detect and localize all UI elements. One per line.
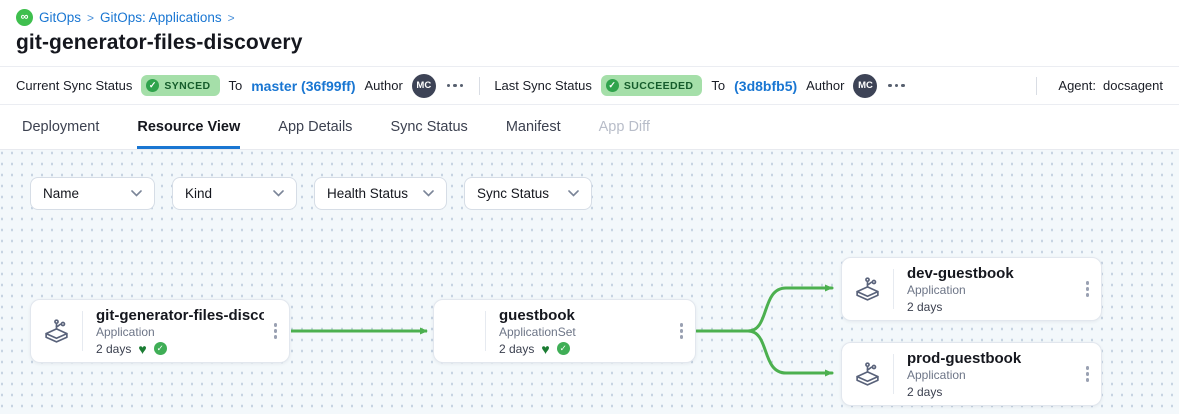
last-sync-group: Last Sync Status ✓ SUCCEEDED To (3d8bfb5… (494, 73, 907, 98)
chevron-down-icon (423, 190, 434, 197)
filter-health-status-label: Health Status (327, 186, 409, 201)
argo-application-icon (31, 318, 82, 345)
node-age: 2 days (499, 341, 535, 356)
resource-view-canvas: Name Kind Health Status Sync Status (0, 150, 1179, 414)
chevron-down-icon (568, 190, 579, 197)
sync-status-bar: Current Sync Status ✓ SYNCED To master (… (0, 66, 1179, 105)
breadcrumb-separator-icon: > (227, 10, 235, 25)
node-title: prod-guestbook (907, 349, 1022, 367)
node-divider (485, 311, 486, 351)
node-menu-kebab-icon[interactable] (1080, 275, 1102, 303)
node-title: git-generator-files-disco... (96, 306, 264, 324)
node-menu-kebab-icon[interactable] (1080, 360, 1102, 388)
last-sync-menu-meatballs-icon[interactable] (886, 80, 907, 92)
current-sync-group: Current Sync Status ✓ SYNCED To master (… (16, 73, 466, 98)
check-circle-icon: ✓ (556, 342, 570, 355)
graph-edges (291, 284, 834, 377)
heart-icon: ♥ (138, 340, 147, 357)
tab-resource-view[interactable]: Resource View (137, 105, 241, 149)
tab-bar: Deployment Resource View App Details Syn… (0, 105, 1179, 150)
breadcrumb: ∞ GitOps > GitOps: Applications > (16, 9, 1163, 26)
node-menu-kebab-icon[interactable] (674, 317, 696, 345)
status-bar-divider (479, 76, 481, 95)
breadcrumb-applications[interactable]: GitOps: Applications (100, 10, 222, 25)
last-sync-revision-link[interactable]: (3d8bfb5) (734, 77, 798, 94)
tab-app-diff: App Diff (598, 119, 650, 135)
check-circle-icon: ✓ (153, 342, 167, 355)
node-title: guestbook (499, 306, 575, 324)
tab-sync-status[interactable]: Sync Status (390, 119, 468, 135)
argo-application-icon (842, 276, 893, 303)
filter-sync-status-label: Sync Status (477, 186, 550, 201)
current-sync-author-label: Author (364, 78, 403, 93)
last-sync-author-label: Author (806, 78, 845, 93)
current-sync-author-avatar: MC (411, 73, 436, 98)
tab-manifest[interactable]: Manifest (505, 119, 561, 135)
node-age: 2 days (907, 384, 943, 399)
last-sync-author-avatar: MC (853, 73, 878, 98)
last-sync-status-badge: ✓ SUCCEEDED (600, 75, 703, 96)
agent-value: docsagent (1103, 78, 1163, 93)
filter-bar: Name Kind Health Status Sync Status (30, 177, 592, 210)
current-sync-revision-link[interactable]: master (36f99ff) (251, 77, 356, 94)
filter-sync-status-dropdown[interactable]: Sync Status (464, 177, 592, 210)
heart-icon: ♥ (541, 340, 550, 357)
filter-name-label: Name (43, 186, 80, 201)
graph-node-prod-guestbook[interactable]: prod-guestbook Application 2 days (841, 342, 1102, 406)
filter-health-status-dropdown[interactable]: Health Status (314, 177, 447, 210)
node-divider (893, 354, 894, 394)
chevron-down-icon (131, 190, 142, 197)
node-menu-kebab-icon[interactable] (268, 317, 290, 345)
graph-node-dev-guestbook[interactable]: dev-guestbook Application 2 days (841, 257, 1102, 321)
last-sync-label: Last Sync Status (494, 78, 592, 93)
filter-kind-dropdown[interactable]: Kind (172, 177, 297, 210)
current-sync-label: Current Sync Status (16, 78, 133, 93)
node-body: prod-guestbook Application 2 days (894, 350, 1080, 399)
check-circle-icon: ✓ (605, 79, 619, 92)
node-age: 2 days (96, 341, 132, 356)
current-sync-status-badge: ✓ SYNCED (141, 75, 220, 96)
chevron-down-icon (273, 190, 284, 197)
argo-application-icon (842, 361, 893, 388)
status-bar-divider (1036, 76, 1038, 95)
node-body: guestbook ApplicationSet 2 days ♥ ✓ (486, 307, 674, 356)
tab-app-details[interactable]: App Details (278, 119, 353, 135)
current-sync-to-label: To (228, 78, 243, 93)
tab-deployment[interactable]: Deployment (22, 119, 100, 135)
current-sync-menu-meatballs-icon[interactable] (445, 80, 466, 92)
node-body: git-generator-files-disco... Application… (83, 307, 268, 356)
last-sync-to-label: To (711, 78, 726, 93)
node-kind: Application (907, 282, 966, 297)
agent-group: Agent: docsagent (1022, 76, 1163, 95)
node-divider (82, 311, 83, 351)
graph-node-git-generator-files-discovery[interactable]: git-generator-files-disco... Application… (30, 299, 290, 363)
check-circle-icon: ✓ (146, 79, 160, 92)
page-header: ∞ GitOps > GitOps: Applications > git-ge… (0, 0, 1179, 66)
node-title: dev-guestbook (907, 264, 1014, 282)
node-kind: Application (907, 367, 966, 382)
node-body: dev-guestbook Application 2 days (894, 265, 1080, 314)
node-kind: Application (96, 324, 155, 339)
node-kind: ApplicationSet (499, 324, 576, 339)
filter-kind-label: Kind (185, 186, 213, 201)
breadcrumb-gitops[interactable]: GitOps (39, 10, 82, 25)
node-age: 2 days (907, 299, 943, 314)
agent-label: Agent: (1058, 78, 1096, 93)
graph-node-guestbook[interactable]: guestbook ApplicationSet 2 days ♥ ✓ (433, 299, 696, 363)
gitops-infinity-logo-icon: ∞ (16, 9, 33, 26)
node-divider (893, 269, 894, 309)
breadcrumb-separator-icon: > (87, 10, 95, 25)
filter-name-dropdown[interactable]: Name (30, 177, 155, 210)
page-title: git-generator-files-discovery (16, 31, 303, 54)
